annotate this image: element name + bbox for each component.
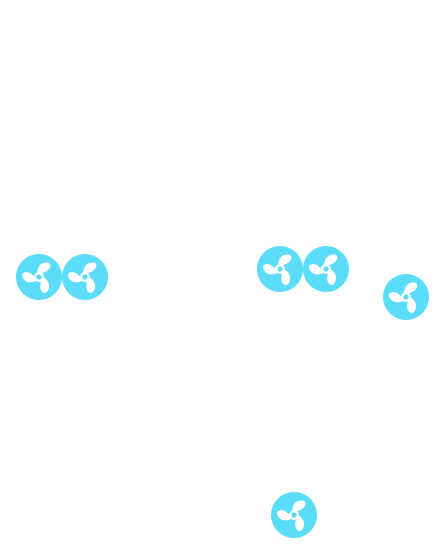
fan-icon — [383, 274, 429, 320]
fan-button-4[interactable] — [303, 246, 349, 292]
fan-icon — [62, 254, 108, 300]
fan-icon — [303, 246, 349, 292]
fan-icon — [16, 254, 62, 300]
fan-button-6[interactable] — [271, 492, 317, 538]
fan-button-1[interactable] — [16, 254, 62, 300]
fan-button-5[interactable] — [383, 274, 429, 320]
fan-button-3[interactable] — [257, 246, 303, 292]
fan-icon — [257, 246, 303, 292]
fan-icon — [271, 492, 317, 538]
fan-button-2[interactable] — [62, 254, 108, 300]
